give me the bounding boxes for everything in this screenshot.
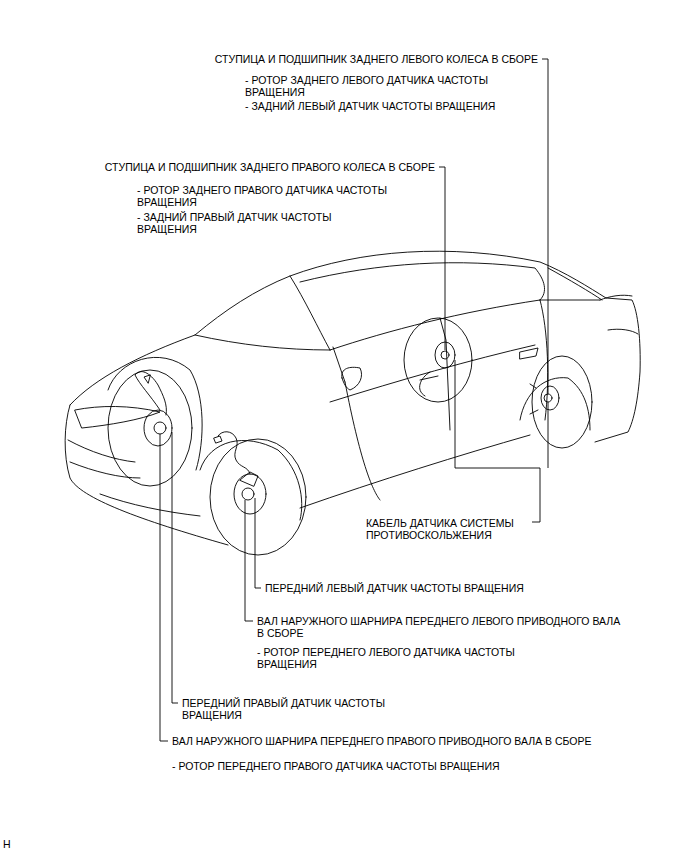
part-label: КАБЕЛЬ ДАТЧИКА СИСТЕМЫ ПРОТИВОСКОЛЬЖЕНИЯ bbox=[366, 517, 538, 541]
part-label: - ЗАДНИЙ ПРАВЫЙ ДАТЧИК ЧАСТОТЫ ВРАЩЕНИЯ bbox=[137, 211, 362, 235]
part-label: ВАЛ НАРУЖНОГО ШАРНИРА ПЕРЕДНЕГО ПРАВОГО … bbox=[172, 735, 592, 747]
leader-tick bbox=[439, 167, 445, 168]
part-label: - ЗАДНИЙ ЛЕВЫЙ ДАТЧИК ЧАСТОТЫ ВРАЩЕНИЯ bbox=[245, 100, 495, 112]
leader-tick bbox=[542, 59, 548, 60]
part-label: - РОТОР ЗАДНЕГО ЛЕВОГО ДАТЧИКА ЧАСТОТЫ В… bbox=[245, 74, 530, 98]
page-code: H bbox=[3, 838, 11, 850]
part-label: ВАЛ НАРУЖНОГО ШАРНИРА ПЕРЕДНЕГО ЛЕВОГО П… bbox=[257, 615, 629, 639]
part-label: СТУПИЦА И ПОДШИПНИК ЗАДНЕГО ЛЕВОГО КОЛЕС… bbox=[215, 53, 538, 65]
part-label: - РОТОР ЗАДНЕГО ПРАВОГО ДАТЧИКА ЧАСТОТЫ … bbox=[137, 184, 427, 208]
part-label: ПЕРЕДНИЙ ПРАВЫЙ ДАТЧИК ЧАСТОТЫ ВРАЩЕНИЯ bbox=[182, 697, 407, 721]
part-label: - РОТОР ПЕРЕДНЕГО ЛЕВОГО ДАТЧИКА ЧАСТОТЫ… bbox=[257, 646, 552, 670]
part-label: - РОТОР ПЕРЕДНЕГО ПРАВОГО ДАТЧИКА ЧАСТОТ… bbox=[172, 760, 500, 772]
part-label: ПЕРЕДНИЙ ЛЕВЫЙ ДАТЧИК ЧАСТОТЫ ВРАЩЕНИЯ bbox=[265, 582, 524, 594]
part-label: СТУПИЦА И ПОДШИПНИК ЗАДНЕГО ПРАВОГО КОЛЕ… bbox=[105, 161, 435, 173]
